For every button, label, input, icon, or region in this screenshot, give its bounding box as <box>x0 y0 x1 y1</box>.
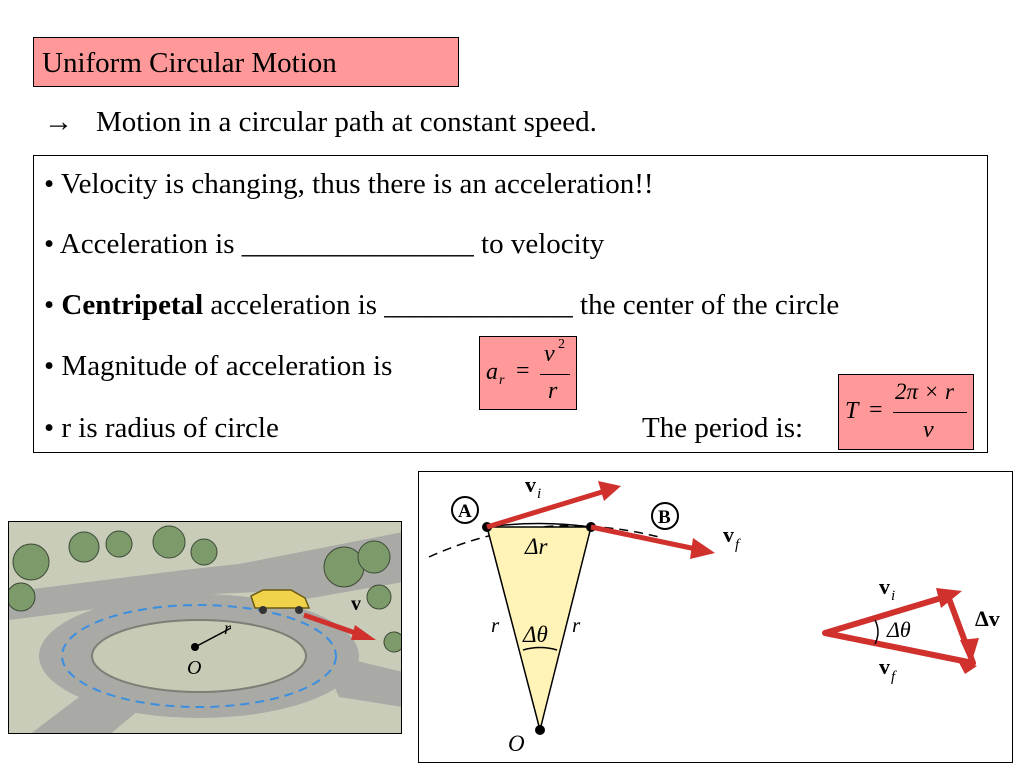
vector-triangle <box>822 593 976 666</box>
vi-vector <box>486 489 603 530</box>
period-den: v <box>923 417 934 443</box>
delta-r-label: Δr <box>524 534 548 559</box>
title-box: Uniform Circular Motion <box>33 37 459 87</box>
center-point <box>191 643 199 651</box>
velocity-arrowhead <box>351 625 376 640</box>
label-a-circle <box>451 496 479 524</box>
tri-vf-label-sub: f <box>891 669 897 685</box>
accel-fraction-bar <box>540 374 570 375</box>
vector-diagram: A B v i v f Δr r r Δθ O Δθ v i v f Δv <box>418 471 1013 763</box>
acceleration-formula: a r = v 2 r <box>479 336 577 410</box>
velocity-vector <box>303 612 362 638</box>
bullet-radius: • r is radius of circle <box>44 412 279 444</box>
page-title: Uniform Circular Motion <box>42 47 337 79</box>
period-num: 2π × r <box>895 379 954 404</box>
bullet-centripetal: • Centripetal acceleration is __________… <box>44 289 839 322</box>
bullet-centripetal-prefix: • <box>44 289 62 321</box>
circular-path <box>61 604 337 708</box>
tri-dv-label: Δv <box>975 606 1000 631</box>
tri-angle-arc <box>874 619 879 645</box>
label-r: r <box>224 618 232 638</box>
bullet-magnitude: • Magnitude of acceleration is <box>44 350 393 382</box>
vf-arrowhead <box>690 538 715 559</box>
accel-lhs: a <box>486 359 498 385</box>
tri-vi-arrowhead <box>936 588 962 608</box>
bullet-acceleration-direction: • Acceleration is ________________ to ve… <box>44 228 605 260</box>
tri-dtheta-label: Δθ <box>886 617 911 642</box>
tri-vf-label: v <box>879 654 890 679</box>
tri-vi-label-sub: i <box>891 588 895 604</box>
radius-line <box>194 627 232 648</box>
accel-num: v <box>544 341 555 367</box>
accel-lhs-sub: r <box>499 373 505 388</box>
vf-label: v <box>723 522 734 547</box>
period-eq: = <box>869 397 883 423</box>
r-right-label: r <box>572 613 581 637</box>
vi-arrowhead <box>598 481 621 501</box>
vi-label-sub: i <box>537 486 541 502</box>
label-v: v <box>351 593 361 615</box>
period-fraction-bar <box>893 412 967 413</box>
accel-num-sup: 2 <box>558 337 565 352</box>
vf-label-sub: f <box>735 537 741 553</box>
subtitle-text: Motion in a circular path at constant sp… <box>96 106 597 138</box>
roundabout-illustration: r O v <box>8 521 402 734</box>
arrow-icon: → <box>44 106 73 138</box>
bullet-centripetal-rest: acceleration is _____________ the center… <box>203 289 840 321</box>
label-o: O <box>187 657 201 679</box>
tri-vf-arrowhead <box>956 657 977 674</box>
period-formula: T = 2π × r v <box>838 374 974 450</box>
accel-eq: = <box>516 358 530 384</box>
subtitle-line: → Motion in a circular path at constant s… <box>44 106 597 139</box>
vi-label: v <box>525 472 536 497</box>
angle-arc <box>522 646 558 651</box>
car-icon <box>250 589 311 614</box>
period-label: The period is: <box>642 412 804 444</box>
tri-dv-arrowhead <box>960 638 979 664</box>
vf-vector <box>590 524 697 552</box>
period-lhs: T <box>845 398 859 424</box>
trees <box>9 525 401 653</box>
label-b-circle <box>651 502 679 530</box>
accel-den: r <box>548 378 558 404</box>
label-a: A <box>458 501 472 522</box>
r-left-label: r <box>491 613 500 637</box>
central-island <box>91 619 307 693</box>
tri-vi-label: v <box>879 574 890 599</box>
o-label: O <box>508 731 525 756</box>
bullet-velocity-changing: • Velocity is changing, thus there is an… <box>44 168 654 200</box>
label-b: B <box>658 507 671 528</box>
bullet-box: • Velocity is changing, thus there is an… <box>33 155 988 453</box>
roundabout-svg: r O v <box>9 522 401 733</box>
bullet-centripetal-bold: Centripetal <box>61 289 204 321</box>
delta-theta-label: Δθ <box>522 622 548 647</box>
sector <box>486 526 592 731</box>
vector-diagram-svg: A B v i v f Δr r r Δθ O Δθ v i v f Δv <box>428 472 1000 756</box>
point-o <box>535 725 545 735</box>
